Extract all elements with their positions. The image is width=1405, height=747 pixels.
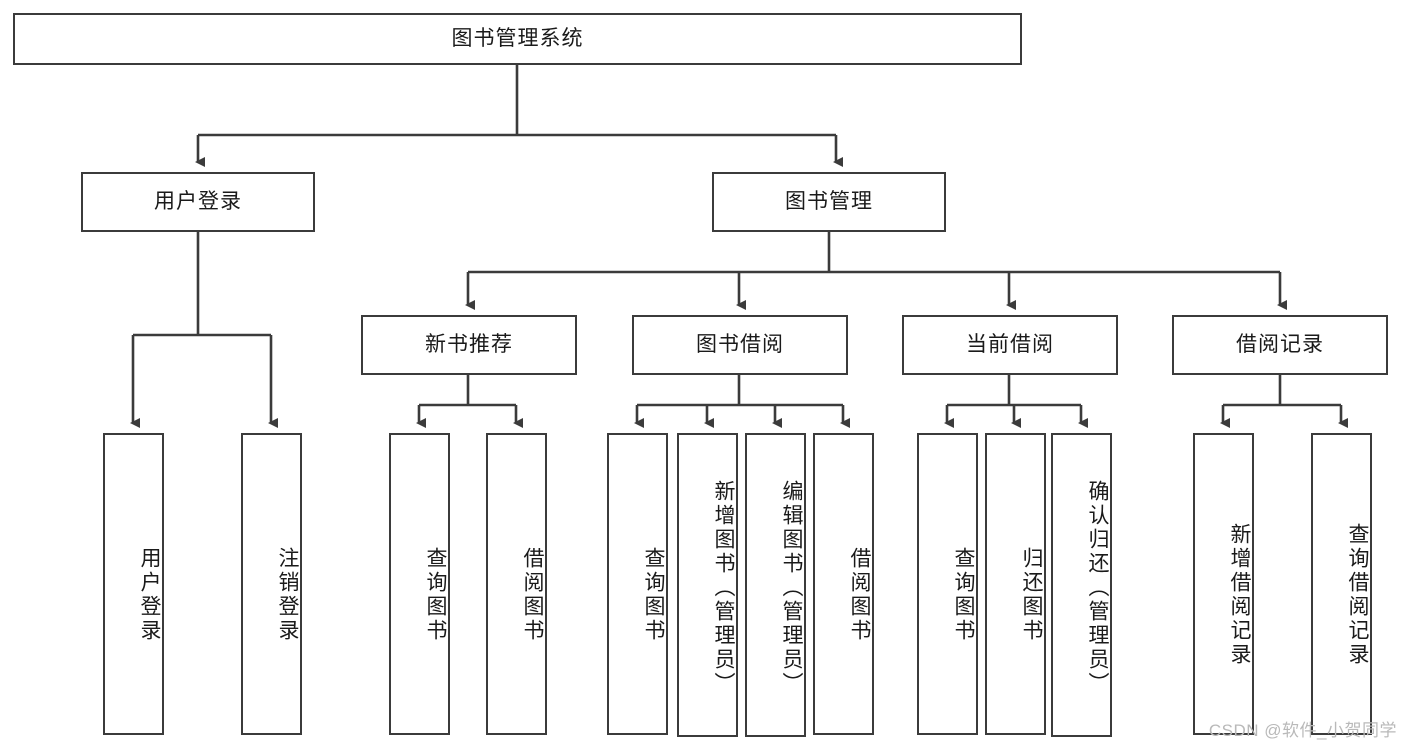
leaf-records-add-record[interactable]: 新增借阅记录 <box>1193 433 1254 735</box>
node-label: 新增借阅记录 <box>1228 523 1251 667</box>
node-new-book-recommend[interactable]: 新书推荐 <box>361 315 577 375</box>
node-borrow-records[interactable]: 借阅记录 <box>1172 315 1388 375</box>
node-label: 图书管理 <box>785 189 873 213</box>
node-label: 注销登录 <box>276 547 299 643</box>
leaf-newbook-borrow-books[interactable]: 借阅图书 <box>486 433 547 735</box>
node-label: 图书借阅 <box>696 332 784 356</box>
leaf-borrow-query-books[interactable]: 查询图书 <box>607 433 668 735</box>
leaf-user-login[interactable]: 用户登录 <box>103 433 164 735</box>
node-label: 查询借阅记录 <box>1346 523 1369 667</box>
node-book-borrow[interactable]: 图书借阅 <box>632 315 848 375</box>
leaf-current-return-books[interactable]: 归还图书 <box>985 433 1046 735</box>
node-label: 用户登录 <box>154 189 242 213</box>
node-label: 编辑图书（管理员） <box>780 480 803 696</box>
leaf-current-query-books[interactable]: 查询图书 <box>917 433 978 735</box>
watermark-text: CSDN @软件_小贺同学 <box>1208 721 1397 740</box>
node-label: 借阅记录 <box>1236 332 1324 356</box>
leaf-borrow-add-book-admin[interactable]: 新增图书（管理员） <box>677 433 738 737</box>
node-label: 查询图书 <box>424 547 447 643</box>
node-book-management[interactable]: 图书管理 <box>712 172 946 232</box>
leaf-newbook-query-books[interactable]: 查询图书 <box>389 433 450 735</box>
node-label: 归还图书 <box>1020 547 1043 643</box>
node-label: 图书管理系统 <box>451 26 584 50</box>
node-root[interactable]: 图书管理系统 <box>13 13 1022 65</box>
leaf-records-query-record[interactable]: 查询借阅记录 <box>1311 433 1372 735</box>
node-user-login[interactable]: 用户登录 <box>81 172 315 232</box>
leaf-borrow-edit-book-admin[interactable]: 编辑图书（管理员） <box>745 433 806 737</box>
node-current-borrow[interactable]: 当前借阅 <box>902 315 1118 375</box>
node-label: 用户登录 <box>138 547 161 643</box>
node-label: 确认归还（管理员） <box>1086 480 1109 696</box>
node-label: 新增图书（管理员） <box>712 480 735 696</box>
leaf-user-logout[interactable]: 注销登录 <box>241 433 302 735</box>
node-label: 查询图书 <box>642 547 665 643</box>
node-label: 查询图书 <box>952 547 975 643</box>
node-label: 新书推荐 <box>425 332 513 356</box>
node-label: 借阅图书 <box>848 547 871 643</box>
node-label: 借阅图书 <box>521 547 544 643</box>
leaf-current-confirm-return-admin[interactable]: 确认归还（管理员） <box>1051 433 1112 737</box>
node-label: 当前借阅 <box>966 332 1054 356</box>
leaf-borrow-borrow-books[interactable]: 借阅图书 <box>813 433 874 735</box>
